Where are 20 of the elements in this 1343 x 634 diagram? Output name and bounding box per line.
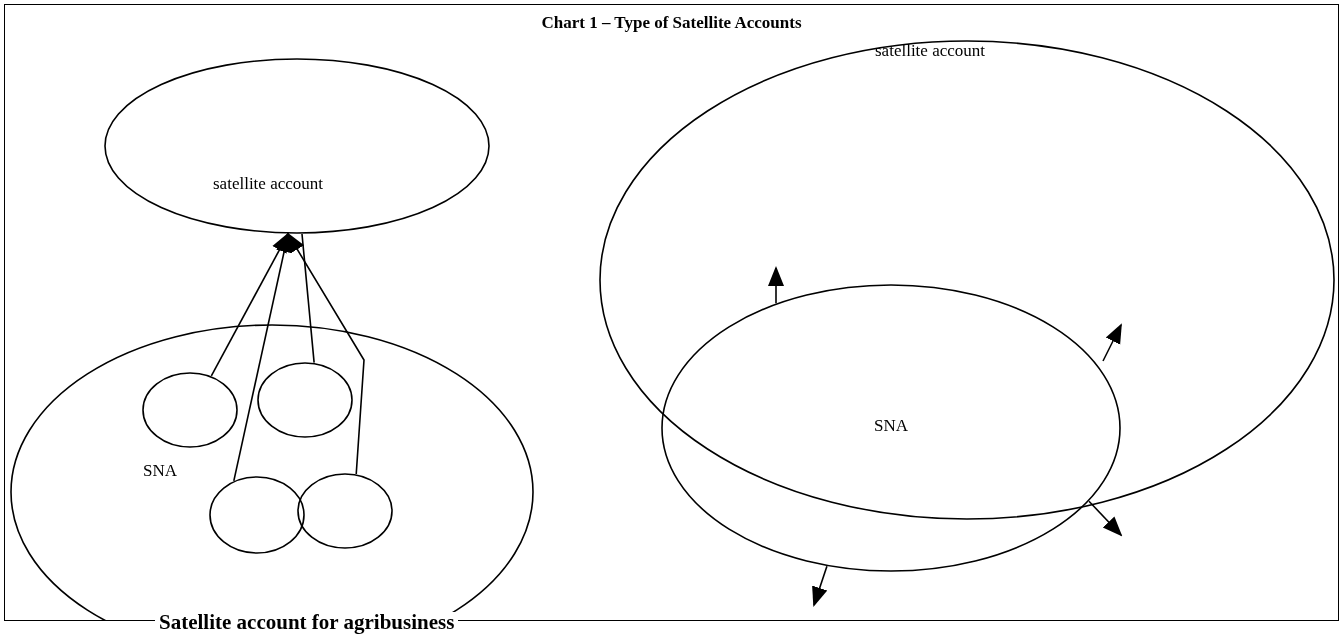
arrow	[233, 232, 292, 482]
arrow	[1102, 323, 1122, 362]
ellipse-node	[599, 40, 1335, 520]
chart-title: Chart 1 – Type of Satellite Accounts	[540, 12, 803, 34]
circle-node	[142, 372, 238, 448]
node-label: SNA	[874, 416, 908, 434]
arrow	[812, 565, 828, 607]
arrow	[286, 232, 365, 475]
circle-node	[297, 473, 393, 549]
arrow	[768, 266, 784, 305]
arrow	[1088, 500, 1123, 537]
circle-node	[257, 362, 353, 438]
node-label: satellite account	[875, 41, 985, 59]
node-label: satellite account	[213, 174, 323, 192]
ellipse-node	[661, 284, 1121, 572]
arrow	[210, 232, 289, 377]
caption: Satellite account for agribusiness	[155, 612, 459, 633]
node-label: SNA	[143, 461, 177, 479]
circle-node	[209, 476, 305, 554]
ellipse-node	[104, 58, 490, 234]
